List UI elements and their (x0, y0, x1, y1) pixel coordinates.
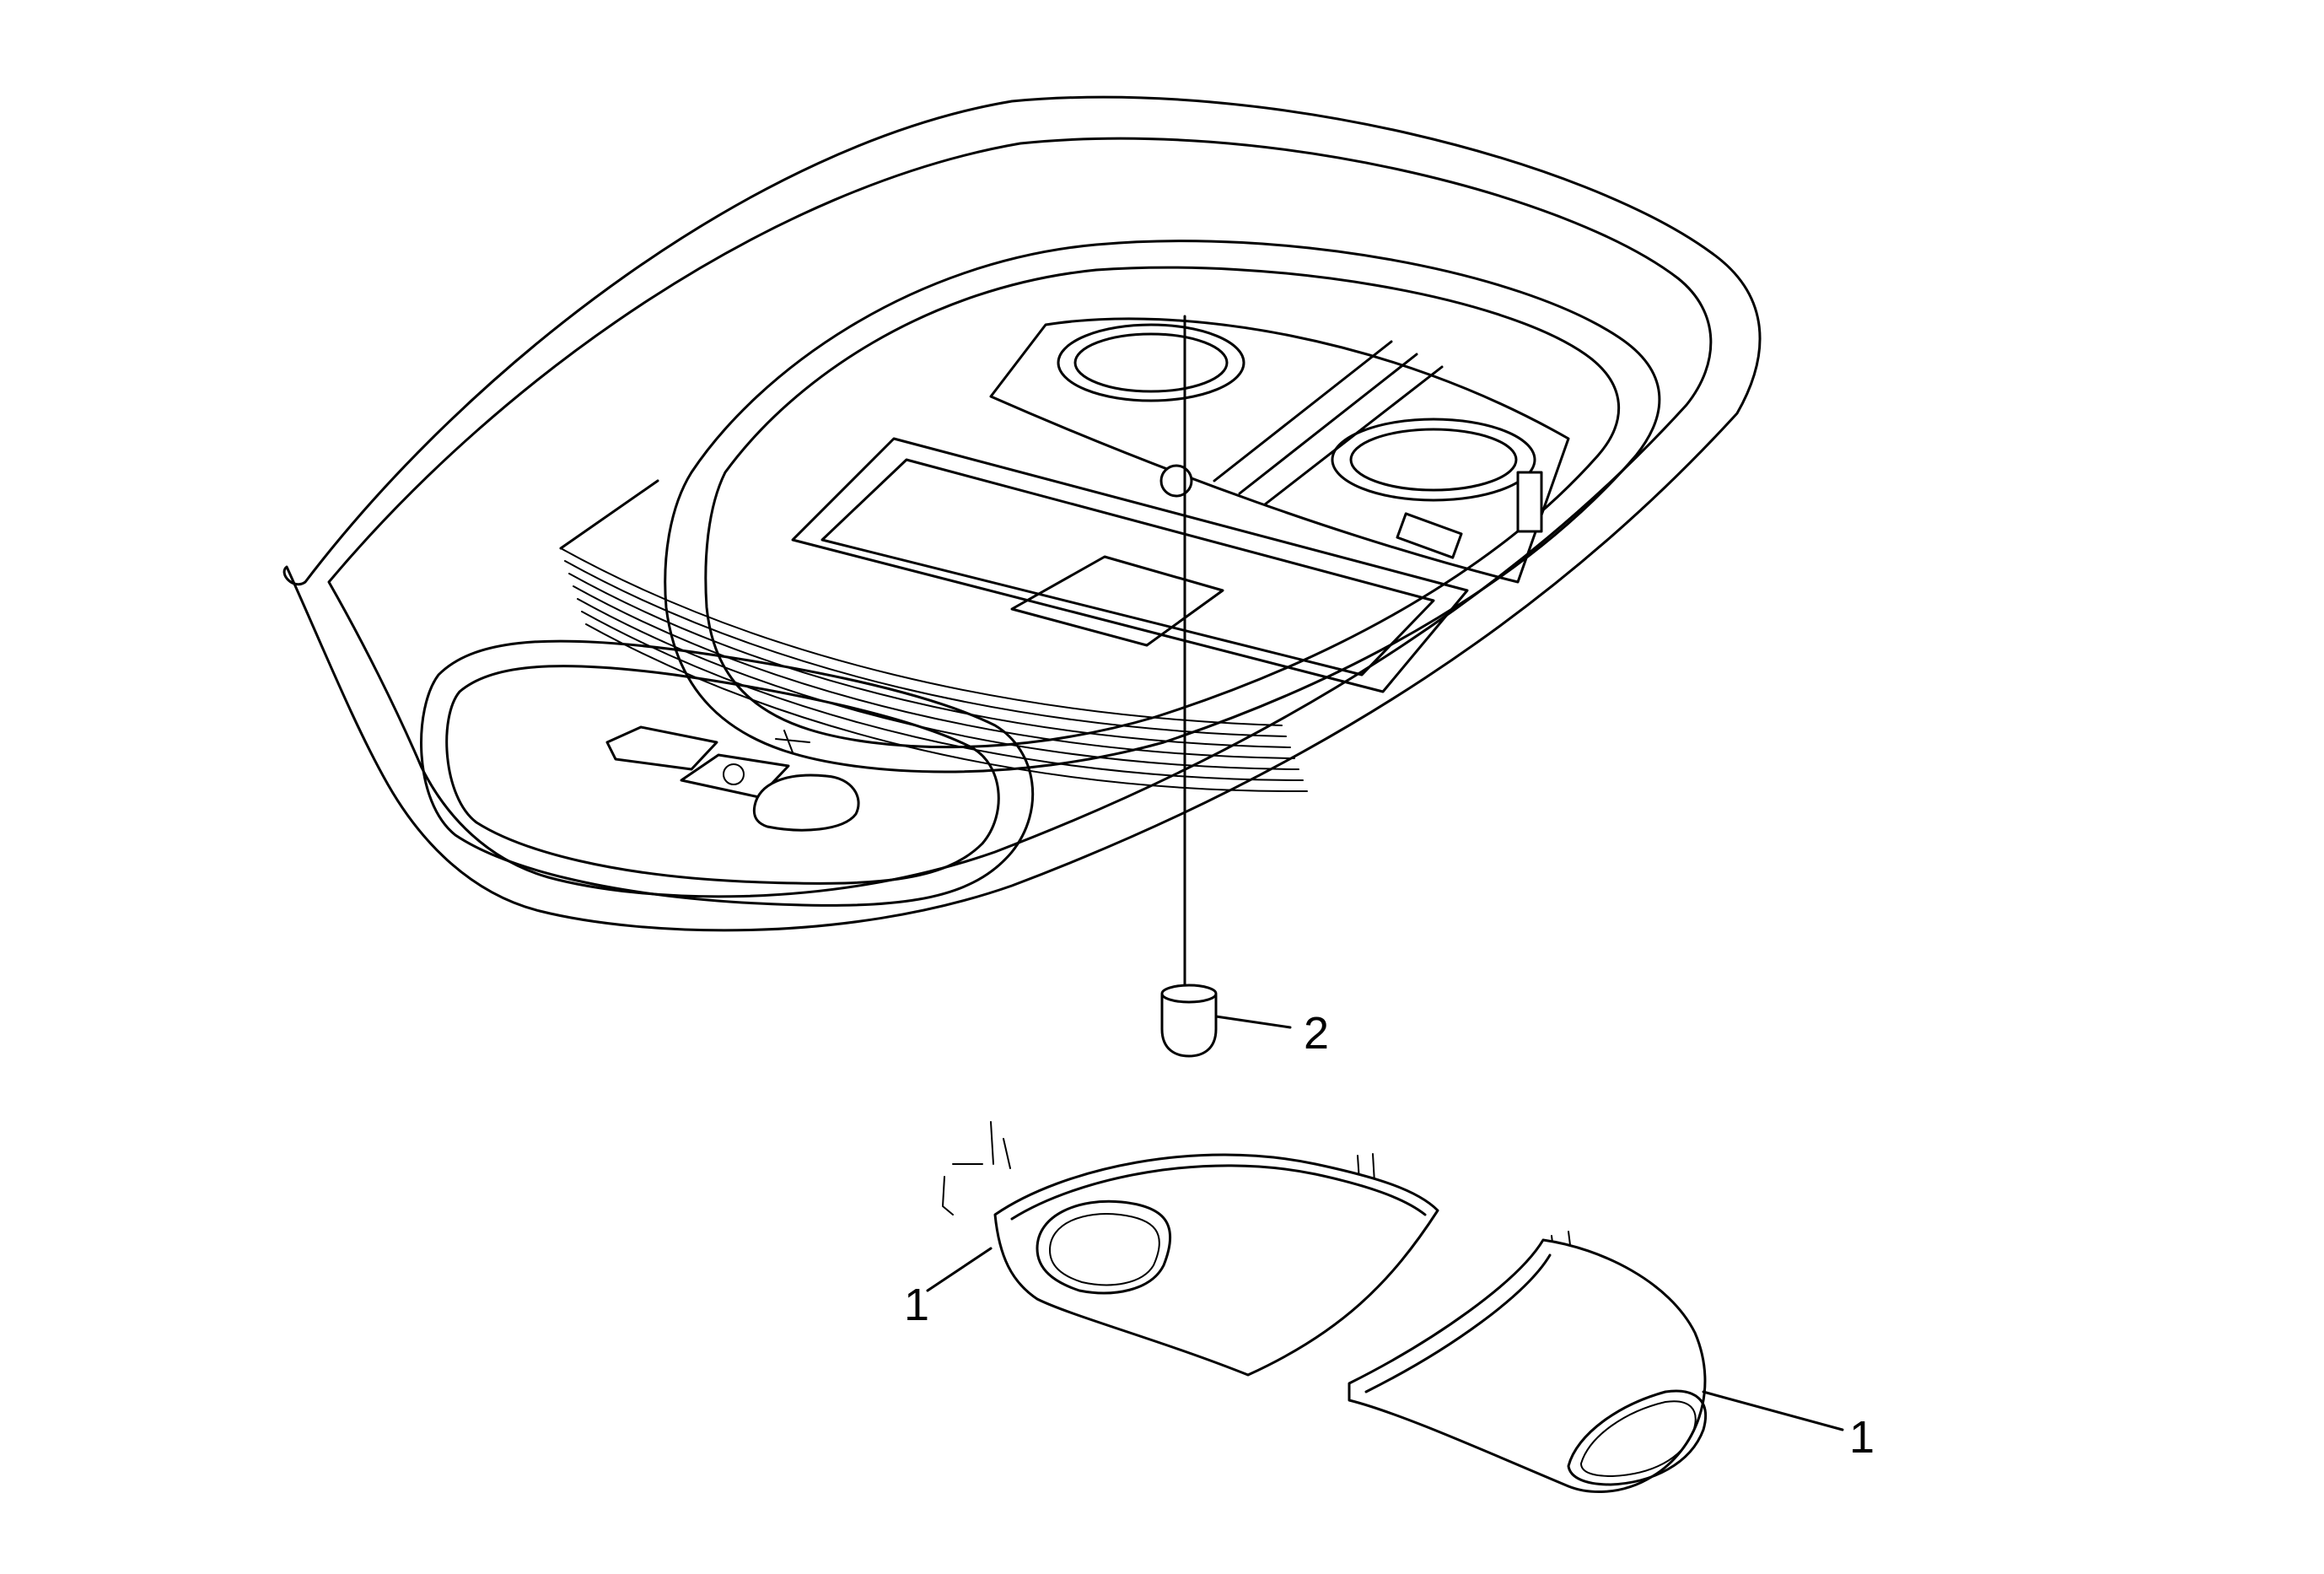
map-lamp-button-left (605, 725, 718, 771)
callout-2: 2 (1304, 1008, 1329, 1059)
lens-right (1348, 1231, 1844, 1494)
map-lamp-button-right (752, 774, 860, 832)
storage-bin (791, 437, 1469, 693)
callout-1-left: 1 (904, 1280, 929, 1330)
bulb (1160, 984, 1292, 1058)
lamp-housing (989, 317, 1570, 584)
callout-1-right: 1 (1849, 1412, 1875, 1463)
switch-bezel (420, 639, 1035, 907)
lens-left (926, 1121, 1439, 1377)
dome-lamp-button (680, 753, 790, 799)
overhead-console-housing (282, 95, 1762, 932)
